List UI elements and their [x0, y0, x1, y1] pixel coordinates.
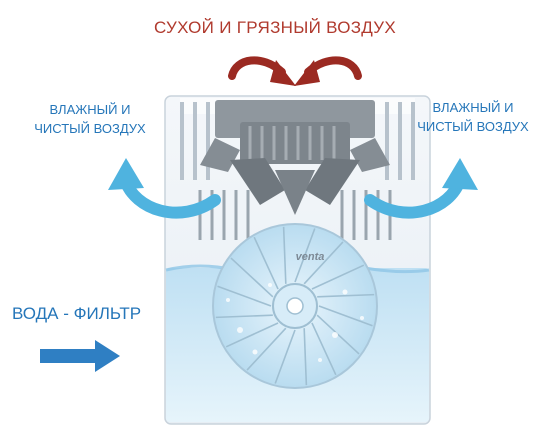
humid-clean-air-label-right: ВЛАЖНЫЙ И ЧИСТЫЙ ВОЗДУХ — [398, 98, 548, 136]
disc-spoke — [274, 329, 296, 384]
right-label-line1: ВЛАЖНЫЙ И — [432, 100, 514, 115]
disc-spoke — [253, 236, 279, 290]
water-bubbles — [226, 283, 364, 362]
disc-spoke — [303, 328, 308, 386]
disc-spoke — [311, 264, 365, 290]
water-filter-arrow — [40, 340, 120, 372]
disc-spoke — [294, 228, 316, 283]
disc-spoke — [282, 226, 287, 284]
dry-dirty-air-label: СУХОЙ И ГРЯЗНЫЙ ВОЗДУХ — [153, 18, 397, 37]
disc-spoke — [215, 314, 273, 319]
disc-spoke — [217, 285, 272, 307]
fan-motor — [200, 100, 390, 215]
right-label-line2: ЧИСТЫЙ ВОЗДУХ — [417, 119, 529, 134]
left-label-line1: ВЛАЖНЫЙ И — [49, 102, 131, 117]
humid-clean-air-label-left: ВЛАЖНЫЙ И ЧИСТЫЙ ВОЗДУХ — [15, 100, 165, 138]
disc-spoke — [230, 257, 274, 298]
clean-air-arrow-right — [364, 158, 478, 219]
water-filter-label: ВОДА - ФИЛЬТР — [12, 304, 142, 323]
disc-spoke — [311, 322, 337, 376]
brand-logo: venta — [295, 251, 325, 263]
left-label-line2: ЧИСТЫЙ ВОЗДУХ — [34, 121, 146, 136]
disc-spoke — [317, 293, 375, 298]
dry-air-arrows — [228, 56, 362, 80]
disc-spoke — [246, 327, 287, 371]
disc-spoke — [303, 241, 344, 285]
dry-air-arrowheads — [270, 60, 320, 86]
clean-air-arrow-left — [108, 158, 221, 219]
disc-spoke — [316, 314, 360, 355]
disc-stack — [212, 223, 378, 389]
disc-spoke — [225, 322, 279, 348]
disc-spoke — [318, 305, 373, 327]
